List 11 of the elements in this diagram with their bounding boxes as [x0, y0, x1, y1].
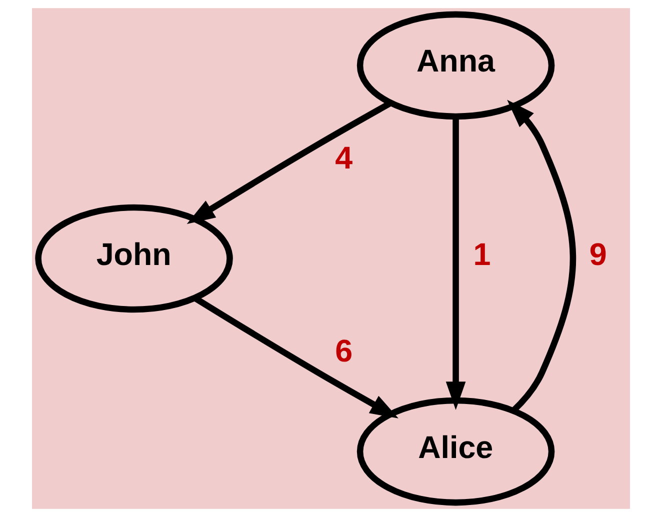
node-ellipse: John: [35, 204, 233, 313]
arrow: [186, 100, 392, 224]
edge-label: 9: [589, 236, 607, 272]
node-ellipse: Alice: [356, 397, 555, 506]
edge-label: 1: [473, 236, 491, 272]
arrow: [193, 295, 398, 418]
edge-label: 6: [335, 333, 353, 368]
arrow: [507, 100, 576, 413]
arrow: [446, 117, 466, 410]
edge-label: 4: [335, 140, 353, 176]
node-ellipse: Anna: [356, 11, 555, 120]
